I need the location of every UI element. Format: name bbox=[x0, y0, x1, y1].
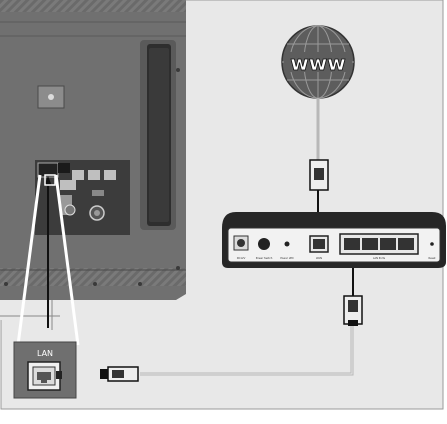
router-label-dc: DC12V bbox=[237, 256, 246, 260]
internet-globe-icon: www bbox=[281, 25, 355, 99]
lan-label: LAN bbox=[37, 349, 53, 358]
lan-port-closeup: LAN bbox=[13, 341, 77, 399]
lan-callout bbox=[16, 174, 80, 346]
router-label-lan: LAN Ports bbox=[373, 256, 386, 260]
tv-back-panel bbox=[0, 0, 186, 330]
rj45-plug-tv bbox=[100, 366, 139, 382]
router-label-reset: Reset bbox=[429, 256, 436, 260]
router-label-power-led: Power LED bbox=[280, 256, 293, 260]
router-device: DC12V Power Switch Power LED WAN LAN Por… bbox=[222, 212, 446, 268]
router-label-power-switch: Power Switch bbox=[256, 256, 273, 260]
router-label-wan: WAN bbox=[316, 256, 322, 260]
globe-label: www bbox=[290, 51, 345, 75]
